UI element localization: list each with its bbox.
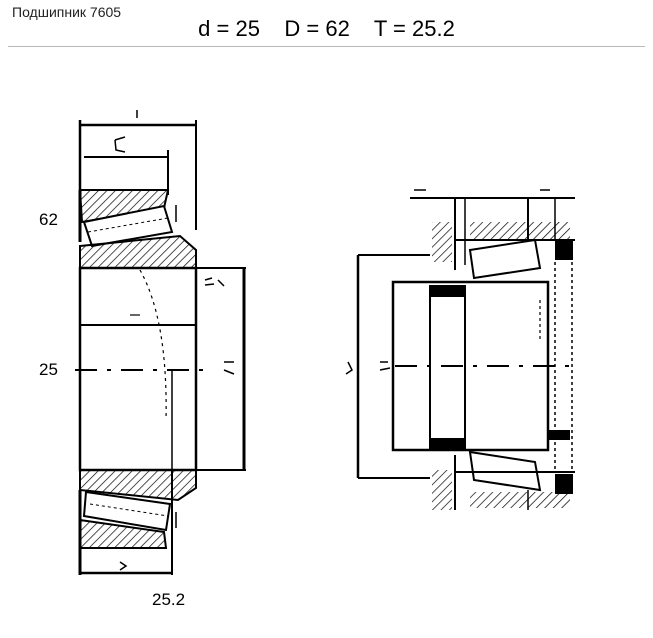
outer-diameter-label: 62 xyxy=(39,210,58,229)
bearing-name: Подшипник 7605 xyxy=(12,4,122,20)
section-view xyxy=(75,110,246,575)
width-label: 25.2 xyxy=(152,590,186,609)
bore-diameter-label: 25 xyxy=(39,360,58,379)
dimensions-headline: d = 25 D = 62 T = 25.2 xyxy=(198,16,455,41)
header-divider xyxy=(8,46,645,47)
mounting-view xyxy=(345,189,575,510)
